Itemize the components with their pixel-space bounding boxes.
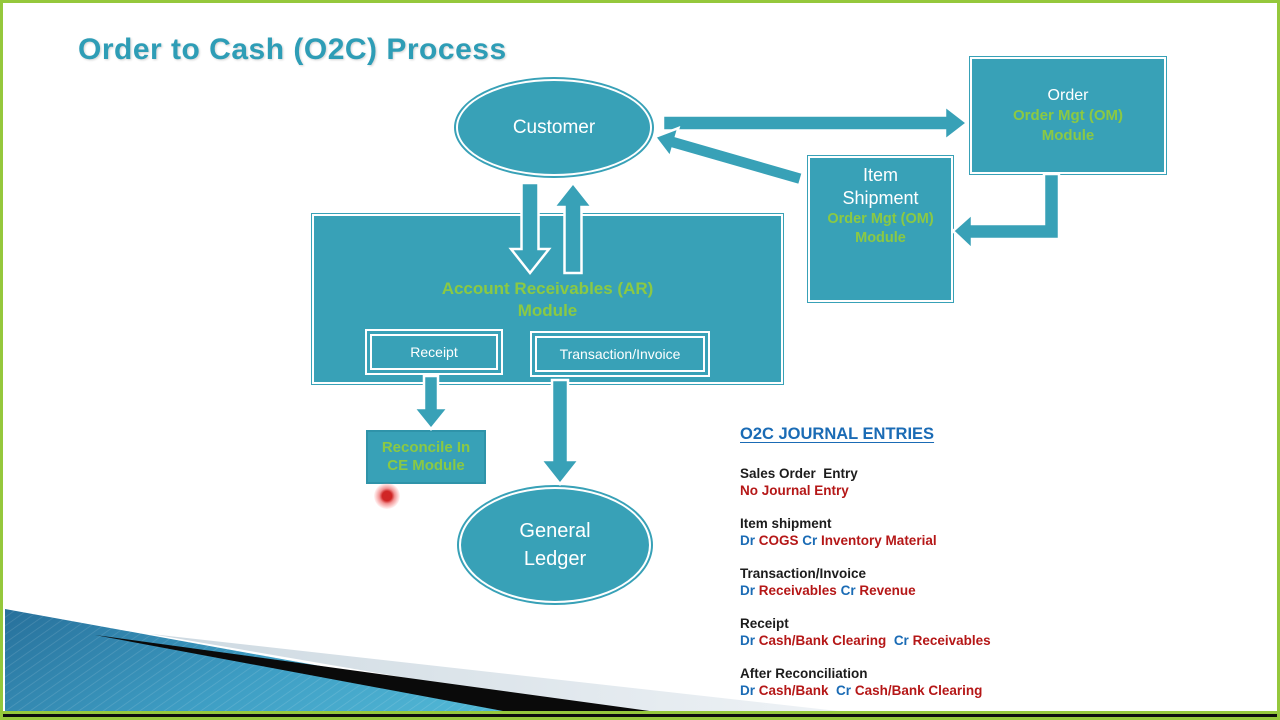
node-receipt: Receipt — [364, 328, 504, 376]
decor-black-stripe — [95, 635, 694, 717]
journal-entry-value: Dr Cash/Bank Cr Cash/Bank Clearing — [740, 683, 983, 698]
node-ar-module-title: Account Receivables (AR) Module — [441, 279, 654, 320]
journal-entry-title: Receipt — [740, 616, 789, 631]
node-order-title: Order — [1047, 87, 1089, 104]
journal-entry-value: Dr COGS Cr Inventory Material — [740, 533, 937, 548]
journal-entry-value: Dr Cash/Bank Clearing Cr Receivables — [740, 633, 991, 648]
journal-entry: Sales Order Entry No Journal Entry — [740, 465, 1080, 499]
node-general-ledger-label: General Ledger — [519, 520, 591, 570]
decor-gray-stripe — [151, 634, 892, 717]
node-customer-label: Customer — [512, 116, 596, 138]
journal-entry-title: Item shipment — [740, 516, 832, 531]
node-receipt-label: Receipt — [410, 344, 458, 360]
journal-entry: Transaction/Invoice Dr Receivables Cr Rev… — [740, 565, 1080, 599]
bottom-frame-black-line — [3, 714, 1277, 717]
journal-entry: After Reconciliation Dr Cash/Bank Cr Cash… — [740, 665, 1080, 699]
node-reconcile-ce: Reconcile In CE Module — [366, 430, 486, 484]
node-customer: Customer — [454, 77, 654, 178]
journal-entry-title: After Reconciliation — [740, 666, 868, 681]
journal-entry-value: Dr Receivables Cr Revenue — [740, 583, 916, 598]
node-item-shipment: Item Shipment Order Mgt (OM) Module — [807, 155, 954, 303]
bottom-frame-green-line — [3, 711, 1277, 714]
page-title: Order to Cash (O2C) Process — [78, 33, 507, 66]
corner-decoration — [5, 609, 892, 717]
journal-heading: O2C JOURNAL ENTRIES — [740, 425, 935, 443]
journal-entry-title: Transaction/Invoice — [740, 566, 867, 581]
node-transaction-invoice-label: Transaction/Invoice — [559, 346, 681, 362]
node-transaction-invoice: Transaction/Invoice — [529, 330, 711, 378]
laser-pointer-dot — [374, 483, 400, 509]
journal-entry-title: Sales Order Entry — [740, 466, 858, 481]
node-reconcile-ce-label: Reconcile In CE Module — [381, 439, 471, 474]
journal-panel: O2C JOURNAL ENTRIES Sales Order Entry No … — [740, 425, 1080, 715]
journal-entry: Item shipment Dr COGS Cr Inventory Materi… — [740, 515, 1080, 549]
journal-entry: Receipt Dr Cash/Bank Clearing Cr Receivab… — [740, 615, 1080, 649]
node-item-shipment-title: Item Shipment — [842, 165, 919, 208]
node-order: Order Order Mgt (OM) Module — [969, 56, 1167, 175]
node-general-ledger: General Ledger — [457, 485, 653, 605]
journal-entry-value: No Journal Entry — [740, 483, 849, 498]
node-item-shipment-subtitle: Order Mgt (OM) Module — [827, 211, 934, 246]
node-order-subtitle: Order Mgt (OM) Module — [1013, 107, 1123, 144]
